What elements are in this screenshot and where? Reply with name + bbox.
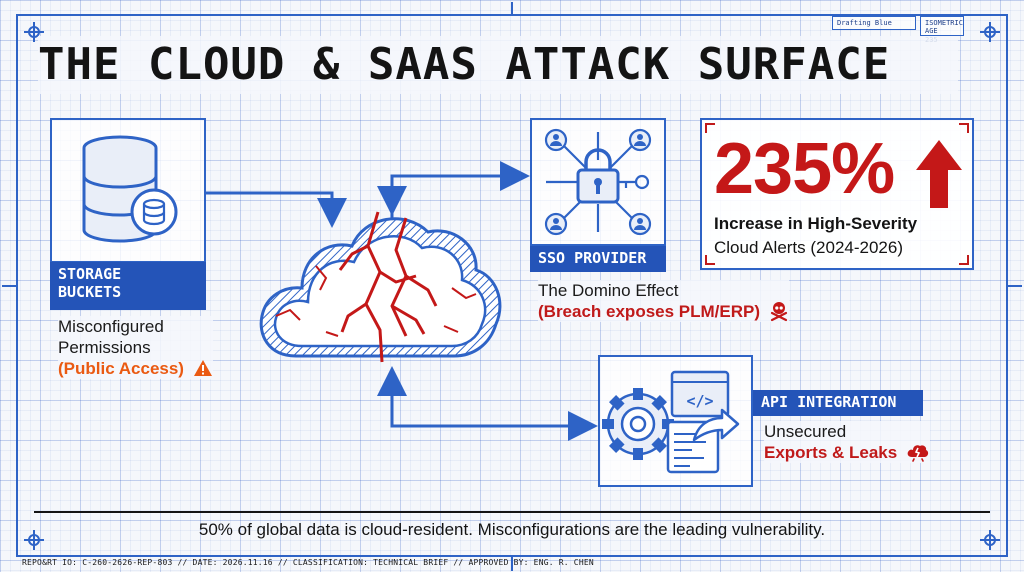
lock-network-icon — [544, 128, 652, 236]
storage-buckets-tag: STORAGE BUCKETS — [50, 262, 206, 310]
sso-desc: The Domino Effect — [538, 281, 679, 300]
stat-caption-line2: Cloud Alerts (2024-2026) — [714, 238, 904, 257]
corner-mark — [959, 255, 969, 265]
storage-tag-line2: BUCKETS — [58, 283, 122, 301]
stat-callout: 235% Increase in High-Severity Cloud Ale… — [700, 118, 974, 270]
storage-warning: (Public Access) — [58, 359, 184, 378]
registration-mark-top — [511, 2, 513, 16]
api-description: Unsecured Exports & Leaks — [764, 421, 930, 463]
stat-caption-line1: Increase in High-Severity — [714, 214, 918, 233]
api-warning-row: Exports & Leaks — [764, 442, 930, 463]
sso-warning: (Breach exposes PLM/ERP) — [538, 302, 761, 321]
footer-summary: 50% of global data is cloud-resident. Mi… — [198, 520, 826, 539]
storage-warning-row: (Public Access) — [58, 358, 213, 379]
registration-mark-left — [2, 285, 16, 287]
cracked-cloud-icon — [259, 211, 502, 363]
arrow-up-icon — [916, 140, 962, 208]
database-icon — [82, 135, 178, 243]
page-title: THE CLOUD & SAAS ATTACK SURFACE — [38, 36, 958, 94]
api-desc: Unsecured — [764, 422, 847, 441]
crosshair-icon — [24, 22, 44, 42]
footer-divider — [34, 511, 990, 513]
crosshair-icon — [980, 22, 1000, 42]
storage-tag-line1: STORAGE — [58, 265, 122, 283]
gear-code-export-icon: </> — [602, 370, 740, 474]
sso-warning-row: (Breach exposes PLM/ERP) — [538, 301, 789, 322]
drafting-label: Drafting Blue — [837, 19, 892, 27]
registration-mark-bottom — [511, 557, 513, 571]
storage-description: Misconfigured Permissions (Public Access… — [58, 316, 213, 379]
cloud-leak-icon — [907, 445, 929, 462]
storage-desc-line1: Misconfigured — [58, 317, 164, 336]
scale-label: ISOMETRIC AGE — [925, 19, 963, 36]
sso-provider-tag: SSO PROVIDER — [530, 246, 666, 272]
registration-mark-right — [1008, 285, 1022, 287]
corner-mark — [705, 123, 715, 133]
cloud-to-api-arrow — [390, 378, 598, 441]
warning-triangle-icon — [193, 360, 212, 376]
report-id-line: REPO&RT IO: C-260-2626-REP-803 // DATE: … — [22, 558, 594, 567]
corner-mark — [705, 255, 715, 265]
drafting-title-block: Drafting Blue — [832, 16, 916, 30]
stat-value: 235% — [714, 129, 895, 209]
svg-text:</>: </> — [686, 392, 713, 410]
storage-desc-line2: Permissions — [58, 338, 151, 357]
corner-mark — [959, 123, 969, 133]
api-integration-tag: API INTEGRATION — [753, 390, 923, 416]
crosshair-icon — [24, 530, 44, 550]
sso-description: The Domino Effect (Breach exposes PLM/ER… — [538, 280, 789, 322]
skull-crossbones-icon — [770, 302, 787, 322]
api-warning: Exports & Leaks — [764, 443, 898, 462]
crosshair-icon — [980, 530, 1000, 550]
storage-to-cloud-arrow — [206, 191, 347, 228]
